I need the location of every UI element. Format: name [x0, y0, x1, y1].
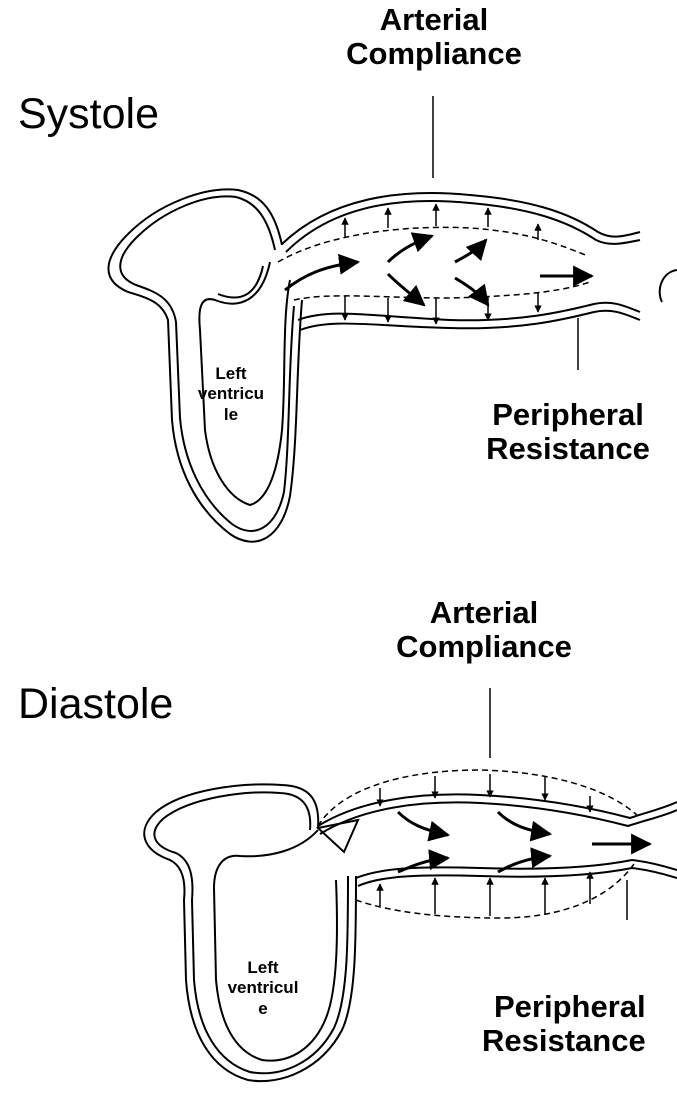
diastole-ventricle-line-3: e: [218, 999, 308, 1019]
diastole-aorta-lower-wall-inner: [358, 868, 677, 886]
systole-resting-lower-dashed: [294, 282, 590, 300]
diastole-aorta-upper-wall: [318, 794, 677, 826]
systole-compliance-line-2: Compliance: [330, 37, 538, 71]
diastole-resistance-line-1: Peripheral: [482, 990, 677, 1024]
systole-ventricle-line-3: le: [191, 405, 271, 425]
diastole-peripheral-resistance-label: Peripheral Resistance: [482, 990, 677, 1058]
systole-flow-arrows: [285, 236, 592, 305]
systole-diagram: [108, 96, 677, 542]
systole-resting-upper-dashed: [278, 227, 588, 262]
systole-partial-circle: [660, 270, 677, 302]
systole-resistance-line-2: Resistance: [466, 432, 670, 466]
systole-compliance-line-1: Arterial: [330, 3, 538, 37]
diastole-compliance-line-2: Compliance: [380, 630, 588, 664]
diastole-resistance-line-2: Resistance: [482, 1024, 677, 1058]
systole-ventricle-line-1: Left: [191, 364, 271, 384]
systole-aorta-lower-wall: [298, 303, 640, 321]
diastole-ventricle-line-2: ventricul: [218, 978, 308, 998]
diastole-arterial-compliance-label: Arterial Compliance: [380, 596, 588, 664]
systole-phase-label: Systole: [18, 93, 159, 136]
systole-wall-expansion-arrows: [345, 204, 538, 324]
systole-resistance-line-1: Peripheral: [466, 398, 670, 432]
diastole-expanded-lower-dashed: [356, 864, 634, 918]
diastole-aorta-upper-wall-inner: [320, 802, 677, 834]
diastole-phase-label: Diastole: [18, 683, 173, 726]
diastole-ventricle-line-1: Left: [218, 958, 308, 978]
systole-peripheral-resistance-label: Peripheral Resistance: [466, 398, 670, 466]
systole-arterial-compliance-label: Arterial Compliance: [330, 3, 538, 71]
systole-left-ventricle-label: Left ventricu le: [191, 364, 271, 425]
diastole-ventricle-cavity: [214, 830, 337, 1061]
diastole-compliance-line-1: Arterial: [380, 596, 588, 630]
diastole-left-ventricle-label: Left ventricul e: [218, 958, 308, 1019]
systole-ventricle-line-2: ventricu: [191, 384, 271, 404]
